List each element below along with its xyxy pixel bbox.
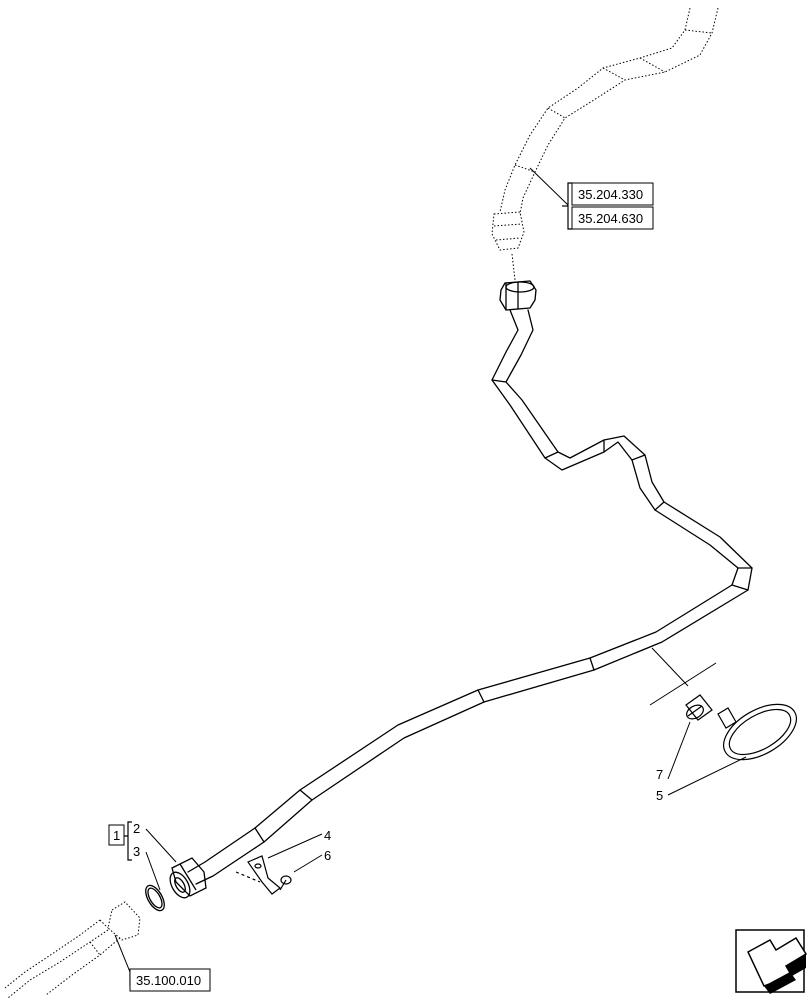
reference-text-lower: 35.100.010	[136, 973, 201, 988]
reference-box-lower	[129, 968, 211, 992]
clip-item-4	[235, 855, 281, 895]
screw-item-6	[279, 875, 292, 891]
o-ring-item-3	[145, 884, 165, 912]
reference-box-upper-1	[571, 182, 654, 206]
reference-box-upper-2	[571, 206, 654, 230]
group-box-1	[108, 824, 125, 846]
reference-bracket-upper	[562, 182, 572, 230]
hydraulic-pipe	[187, 280, 753, 885]
callout-3: 3	[133, 844, 140, 859]
callout-7: 7	[656, 767, 663, 782]
sleeve-item-7	[685, 694, 713, 721]
reference-text-upper-1: 35.204.330	[578, 187, 643, 202]
leader-lines	[114, 167, 747, 973]
callout-4: 4	[324, 828, 331, 843]
callout-2: 2	[133, 821, 140, 836]
fitting-item-2	[169, 857, 207, 899]
group-label-1: 1	[113, 828, 120, 843]
lower-hose-dotted	[4, 901, 141, 999]
clamp-item-5	[717, 703, 797, 761]
callout-5: 5	[656, 788, 663, 803]
group-bracket	[124, 821, 132, 861]
next-page-arrow-icon[interactable]	[735, 929, 808, 994]
reference-text-upper-2: 35.204.630	[578, 211, 643, 226]
callout-6: 6	[324, 848, 331, 863]
upper-hose-dotted	[491, 7, 719, 281]
